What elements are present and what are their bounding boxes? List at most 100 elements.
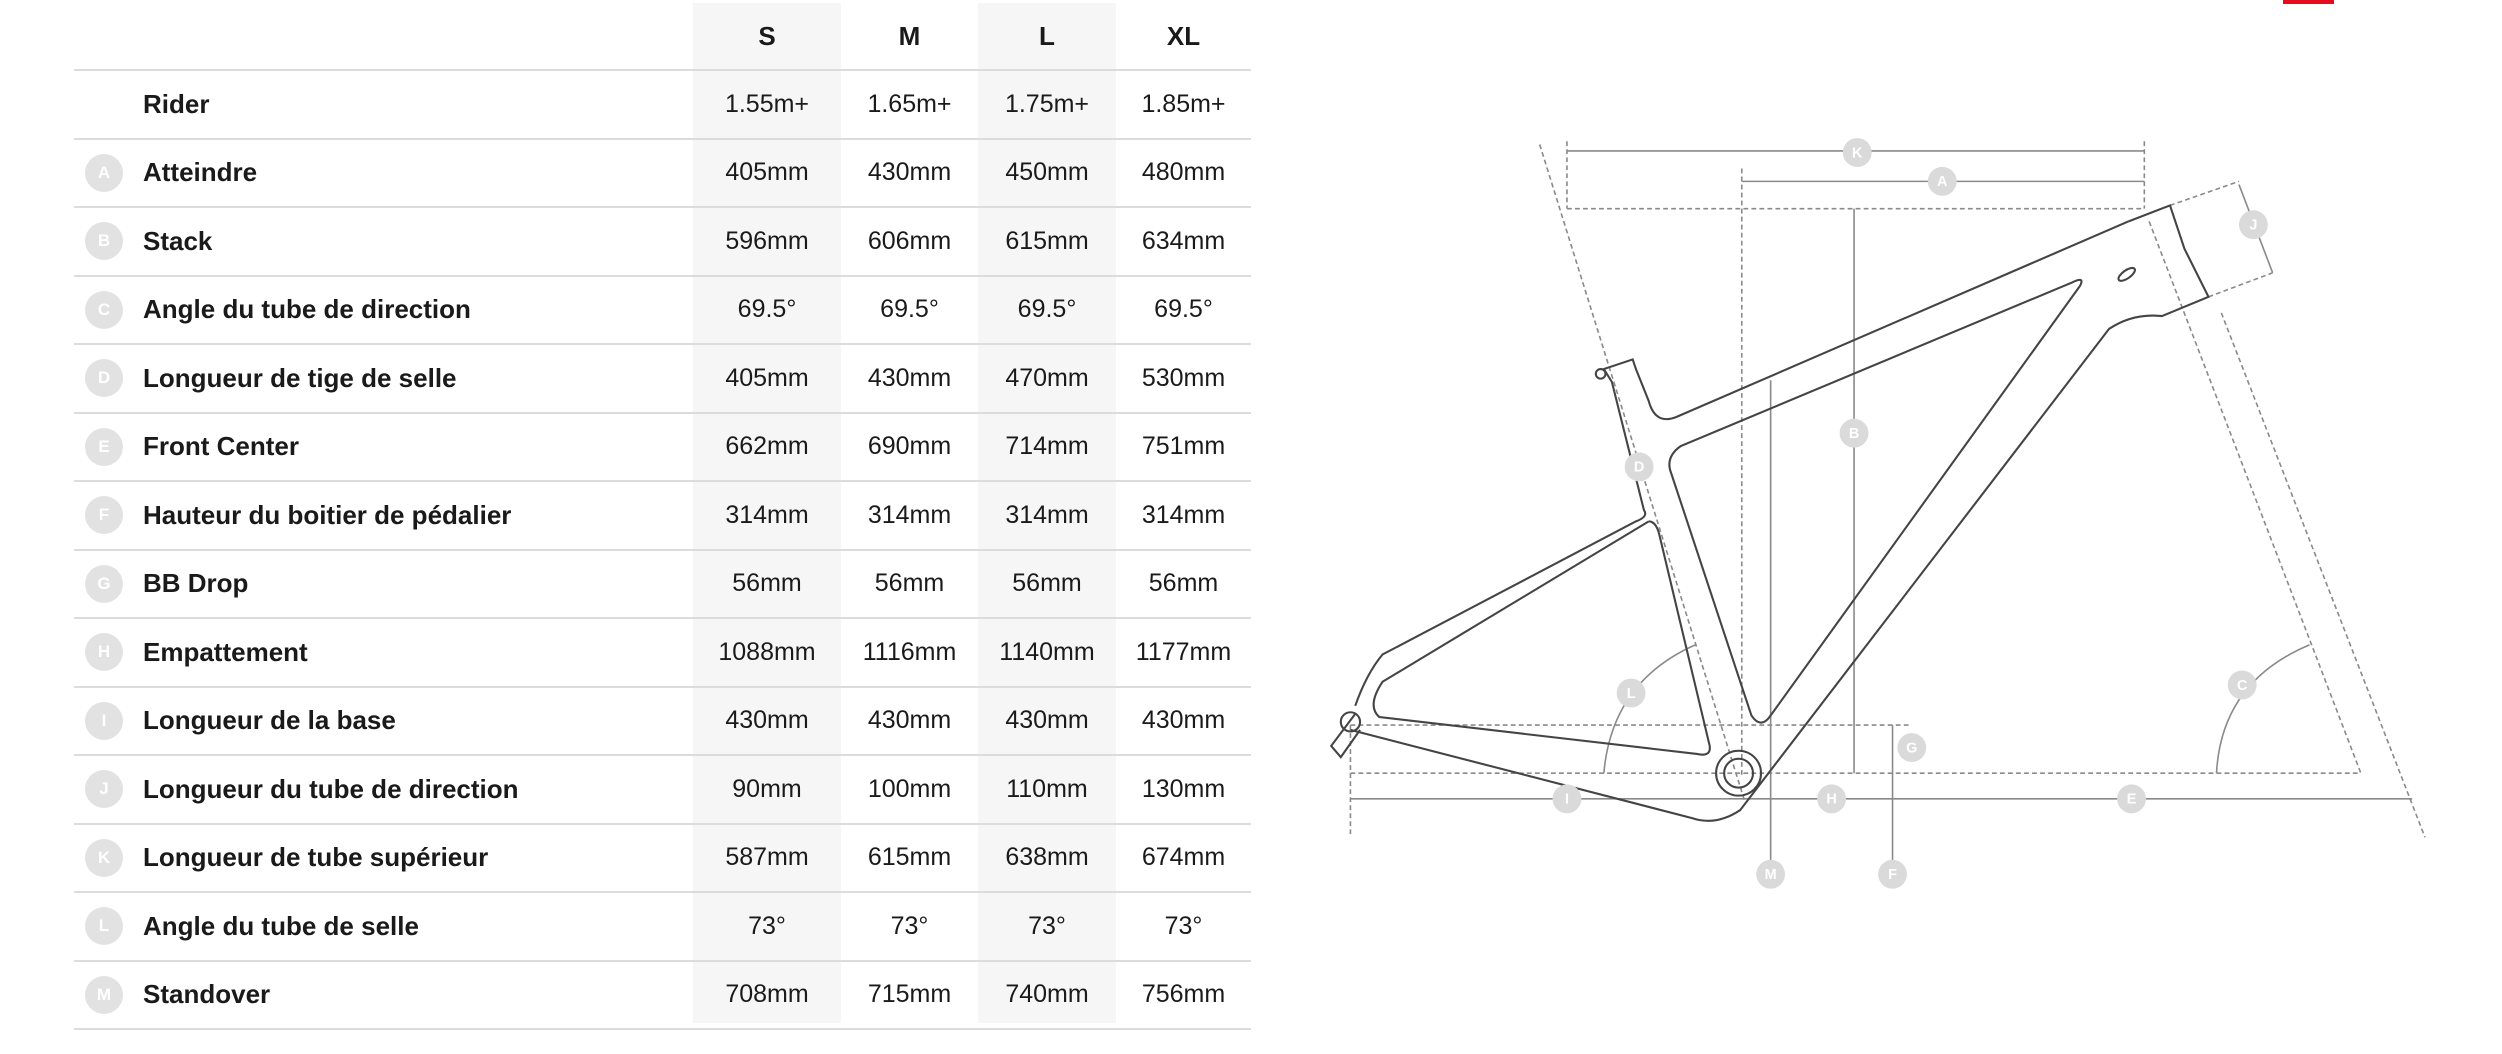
dimension-badge: C xyxy=(85,290,123,329)
svg-text:I: I xyxy=(1565,792,1569,808)
badge-h: H xyxy=(1817,784,1847,814)
value-cell-l: 430mm xyxy=(978,686,1116,756)
value-cell-xl: 130mm xyxy=(1116,755,1251,825)
value-cell-l: 1.75m+ xyxy=(978,70,1116,140)
value-cell-xl: 530mm xyxy=(1116,344,1251,414)
row-label: Angle du tube de direction xyxy=(143,294,471,325)
row-label-cell: Rider xyxy=(74,70,693,140)
row-label-cell: J Longueur du tube de direction xyxy=(74,755,693,825)
row-label: Hauteur du boitier de pédalier xyxy=(143,499,512,530)
svg-text:B: B xyxy=(1849,426,1859,442)
svg-text:M: M xyxy=(1765,867,1777,883)
value-cell-m: 430mm xyxy=(841,138,978,208)
value-cell-s: 430mm xyxy=(693,686,841,756)
value-cell-xl: 1177mm xyxy=(1116,618,1251,688)
badge-i: I xyxy=(1552,784,1582,814)
value-cell-s: 56mm xyxy=(693,549,841,619)
svg-text:K: K xyxy=(1852,145,1863,161)
bike-frame-outline xyxy=(1329,204,2210,822)
dimension-badges: K A J B D L C G I H E M F xyxy=(1552,138,2268,889)
value-cell-xl: 430mm xyxy=(1116,686,1251,756)
value-cell-xl: 1.85m+ xyxy=(1116,70,1251,140)
badge-j: J xyxy=(2238,210,2268,240)
row-label: Empattement xyxy=(143,636,308,667)
row-label: Longueur de la base xyxy=(143,705,396,736)
value-cell-m: 1.65m+ xyxy=(841,70,978,140)
value-cell-l: 314mm xyxy=(978,481,1116,551)
dimension-badge: G xyxy=(85,564,123,603)
value-cell-s: 708mm xyxy=(693,960,841,1030)
row-label: Longueur de tige de selle xyxy=(143,362,457,393)
size-header: M xyxy=(841,3,978,71)
value-cell-xl: 674mm xyxy=(1116,823,1251,893)
value-cell-l: 450mm xyxy=(978,138,1116,208)
value-cell-l: 740mm xyxy=(978,960,1116,1030)
svg-text:A: A xyxy=(1937,174,1948,190)
svg-text:L: L xyxy=(1627,686,1636,702)
badge-m: M xyxy=(1756,859,1786,889)
dimension-badge: A xyxy=(85,153,123,192)
value-cell-xl: 314mm xyxy=(1116,481,1251,551)
badge-b: B xyxy=(1839,418,1869,448)
row-label: Longueur de tube supérieur xyxy=(143,842,489,873)
dimension-badge: J xyxy=(85,770,123,809)
value-cell-m: 56mm xyxy=(841,549,978,619)
value-cell-l: 470mm xyxy=(978,344,1116,414)
svg-text:E: E xyxy=(2127,792,2137,808)
value-cell-xl: 634mm xyxy=(1116,207,1251,277)
svg-text:F: F xyxy=(1888,867,1897,883)
value-cell-m: 715mm xyxy=(841,960,978,1030)
dimension-badge: I xyxy=(85,701,123,740)
svg-text:G: G xyxy=(1906,740,1917,756)
value-cell-xl: 56mm xyxy=(1116,549,1251,619)
value-cell-l: 69.5° xyxy=(978,275,1116,345)
size-header: L xyxy=(978,3,1116,71)
size-header: S xyxy=(693,3,841,71)
badge-f: F xyxy=(1878,859,1907,889)
value-cell-xl: 69.5° xyxy=(1116,275,1251,345)
badge-l: L xyxy=(1616,678,1646,708)
dimension-badge: B xyxy=(85,222,123,261)
value-cell-m: 73° xyxy=(841,892,978,962)
dimension-badge: L xyxy=(85,907,123,946)
badge-a: A xyxy=(1927,166,1957,196)
value-cell-l: 714mm xyxy=(978,412,1116,482)
size-header-row: S M L XL xyxy=(74,3,1251,71)
value-cell-s: 405mm xyxy=(693,344,841,414)
value-cell-l: 615mm xyxy=(978,207,1116,277)
row-label: Front Center xyxy=(143,431,299,462)
row-label: Longueur du tube de direction xyxy=(143,773,519,804)
size-header: XL xyxy=(1116,3,1251,71)
value-cell-m: 430mm xyxy=(841,686,978,756)
badge-g: G xyxy=(1897,733,1927,762)
value-cell-xl: 73° xyxy=(1116,892,1251,962)
value-cell-m: 606mm xyxy=(841,207,978,277)
value-cell-l: 110mm xyxy=(978,755,1116,825)
value-cell-m: 1116mm xyxy=(841,618,978,688)
badge-e: E xyxy=(2117,784,2146,814)
value-cell-l: 1140mm xyxy=(978,618,1116,688)
svg-text:D: D xyxy=(1634,460,1644,476)
value-cell-s: 69.5° xyxy=(693,275,841,345)
value-cell-s: 90mm xyxy=(693,755,841,825)
value-cell-s: 314mm xyxy=(693,481,841,551)
header-empty xyxy=(74,3,693,71)
dimension-badge: H xyxy=(85,633,123,672)
value-cell-l: 638mm xyxy=(978,823,1116,893)
badge-c: C xyxy=(2227,670,2257,700)
dimension-arrows xyxy=(1350,150,2413,867)
